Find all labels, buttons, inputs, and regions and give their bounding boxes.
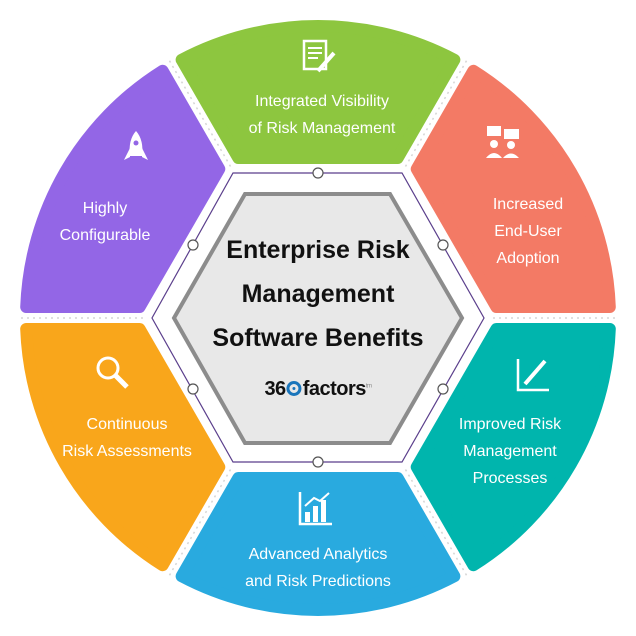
- title-line-1: Enterprise Risk: [226, 236, 410, 264]
- title-line-2: Management: [241, 280, 395, 308]
- benefit-continuous-assessments: Continuous Risk Assessments: [27, 411, 227, 465]
- benefit-segment: [175, 472, 461, 616]
- benefit-label-line: Improved Risk: [458, 416, 562, 433]
- benefit-label-line: Continuous: [86, 416, 168, 433]
- title-line-3: Software Benefits: [212, 324, 424, 352]
- logo-tm: tm: [365, 383, 372, 390]
- benefit-label-line: Adoption: [496, 250, 560, 267]
- benefit-highly-configurable: Highly Configurable: [5, 195, 205, 249]
- connector-node: [437, 239, 449, 251]
- diagram-title: Enterprise Risk Management Software Bene…: [198, 228, 438, 360]
- logo-text-right: factors: [302, 378, 367, 400]
- 360factors-logo: 36 factorstm: [264, 378, 372, 401]
- benefit-label-line: Highly: [82, 200, 128, 217]
- chart-pen-icon: [516, 359, 549, 392]
- benefit-segment: [410, 64, 616, 313]
- benefit-segment: [20, 64, 226, 313]
- logo-text-left: 36: [264, 378, 286, 400]
- benefit-segment: [20, 323, 226, 572]
- benefit-label-line: Processes: [472, 470, 548, 487]
- benefit-label-line: and Risk Predictions: [245, 573, 391, 590]
- connector-node: [312, 456, 324, 468]
- benefit-end-user-adoption: Increased End-User Adoption: [428, 191, 628, 272]
- connector-node: [187, 239, 199, 251]
- magnifier-icon: [96, 356, 129, 389]
- center-hexagon: [171, 192, 465, 445]
- benefit-label-line: Configurable: [59, 227, 151, 244]
- benefit-improved-processes: Improved Risk Management Processes: [410, 411, 610, 492]
- benefit-label-line: Advanced Analytics: [248, 546, 388, 563]
- logo-mark-icon: [286, 381, 302, 396]
- benefit-label-line: Management: [463, 443, 557, 460]
- benefit-label-line: Risk Assessments: [62, 443, 192, 460]
- benefit-label-line: Increased: [492, 196, 564, 213]
- benefit-advanced-analytics: Advanced Analytics and Risk Predictions: [218, 541, 418, 595]
- benefit-segment: [175, 20, 461, 164]
- benefit-label-line: of Risk Management: [248, 120, 396, 137]
- bar-chart-icon: [298, 492, 332, 526]
- connector-node: [312, 167, 324, 179]
- rocket-icon: [124, 131, 148, 160]
- connector-node: [437, 383, 449, 395]
- users-chat-icon: [486, 126, 519, 158]
- benefit-integrated-visibility: Integrated Visibility of Risk Management: [222, 88, 422, 142]
- benefit-label-line: End-User: [494, 223, 562, 240]
- document-pen-icon: [302, 39, 336, 73]
- benefit-segment: [410, 323, 616, 572]
- benefit-label-line: Integrated Visibility: [255, 93, 389, 110]
- connector-node: [187, 383, 199, 395]
